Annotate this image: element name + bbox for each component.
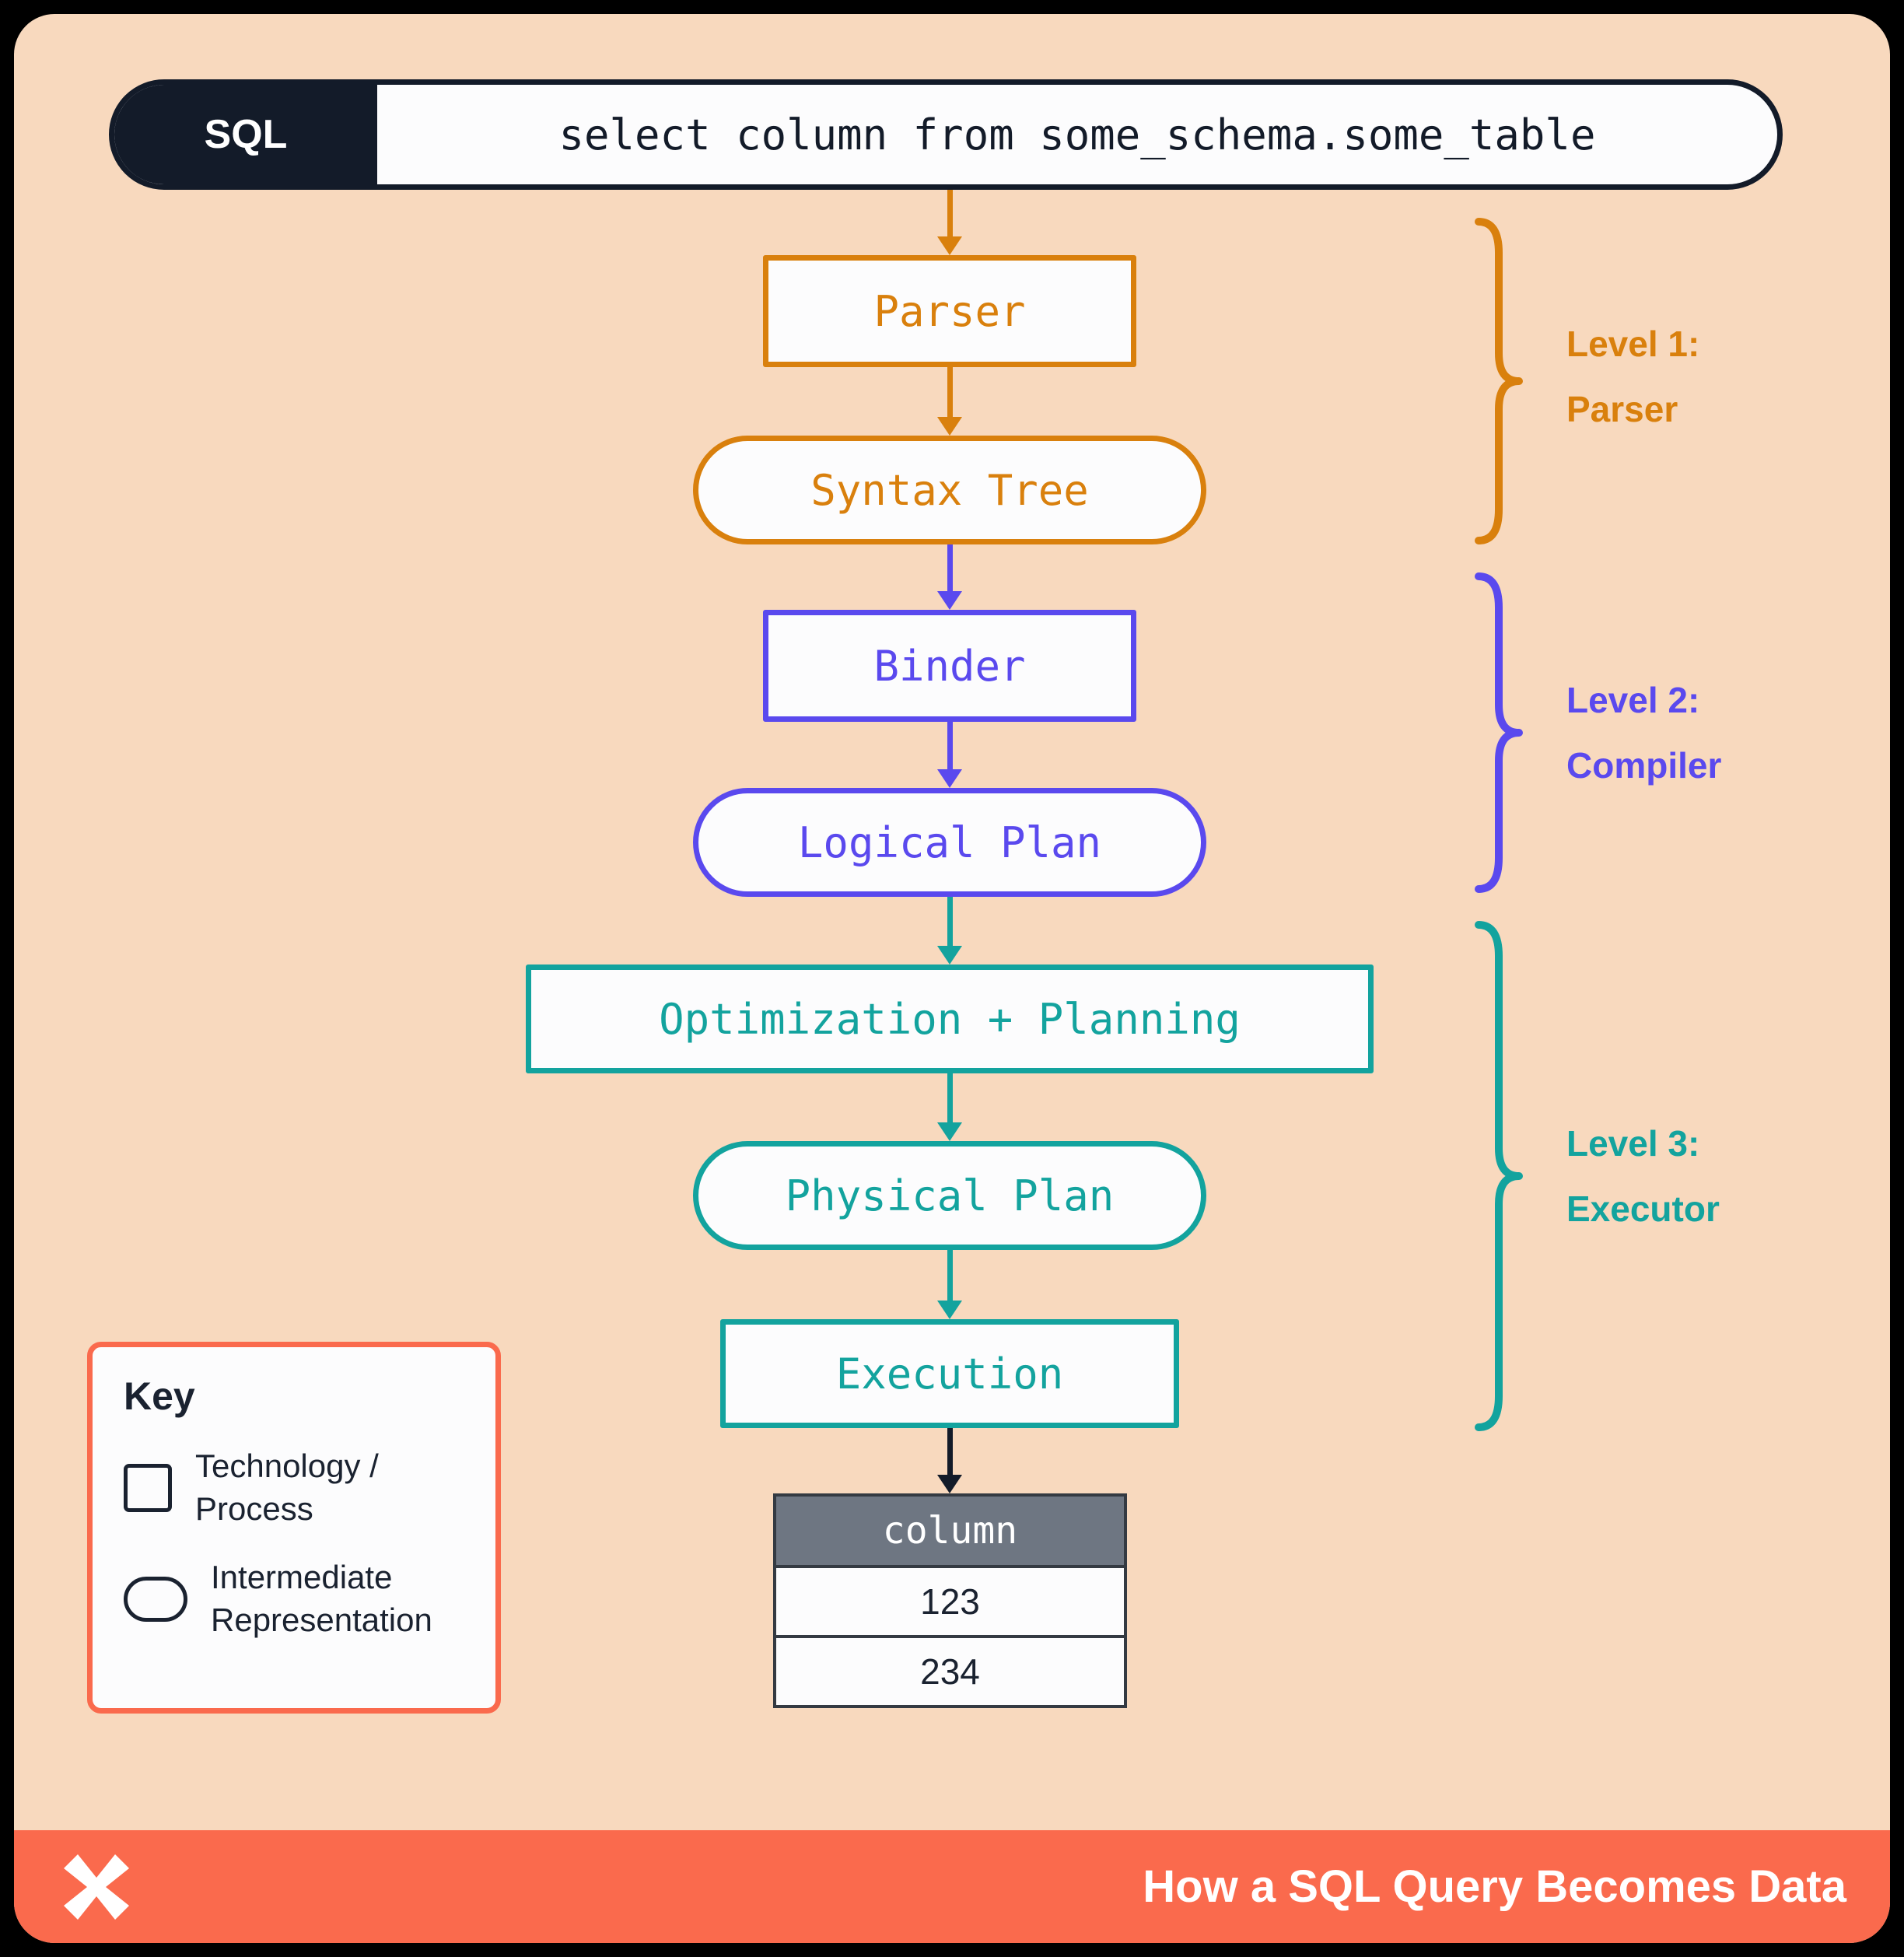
key-item-line1: Intermediate xyxy=(211,1559,393,1596)
diagram-area: SQL select column from some_schema.some_… xyxy=(14,14,1890,1830)
square-outline-icon xyxy=(124,1463,172,1512)
arrow-head-icon xyxy=(937,1475,962,1493)
level-1-line2: Parser xyxy=(1566,389,1678,429)
level-3-label: Level 3: Executor xyxy=(1566,1111,1890,1241)
arrow-head-icon xyxy=(937,417,962,436)
footer-title: How a SQL Query Becomes Data xyxy=(1143,1861,1846,1912)
footer-bar: How a SQL Query Becomes Data xyxy=(14,1830,1890,1943)
table-row: 123 xyxy=(776,1565,1124,1635)
table-row: 234 xyxy=(776,1635,1124,1705)
level-3-line2: Executor xyxy=(1566,1189,1720,1229)
key-item-line1: Technology / xyxy=(195,1448,379,1484)
arrow-head-icon xyxy=(937,1301,962,1319)
level-1-label: Level 1: Parser xyxy=(1566,311,1890,442)
key-item-label: Intermediate Representation xyxy=(211,1556,432,1641)
arrow-shaft xyxy=(947,1073,953,1122)
node-parser: Parser xyxy=(763,255,1136,367)
arrow-optimization-to-physical-plan xyxy=(937,1073,962,1141)
arrow-physical-plan-to-execution xyxy=(937,1250,962,1319)
arrow-shaft xyxy=(947,722,953,769)
arrow-shaft xyxy=(947,897,953,946)
brace-level-3 xyxy=(1475,921,1523,1431)
brace-level-2 xyxy=(1475,572,1523,893)
key-item-label: Technology / Process xyxy=(195,1445,379,1530)
arrow-binder-to-logical-plan xyxy=(937,722,962,788)
arrow-head-icon xyxy=(937,236,962,255)
pinwheel-x-logo-icon xyxy=(64,1854,129,1920)
pill-outline-icon xyxy=(124,1576,187,1622)
node-execution: Execution xyxy=(720,1319,1179,1428)
key-item-technology-process: Technology / Process xyxy=(124,1445,464,1530)
arrow-head-icon xyxy=(937,1122,962,1141)
key-item-line2: Representation xyxy=(211,1601,432,1638)
level-2-line1: Level 2: xyxy=(1566,680,1700,720)
sql-query-text: select column from some_schema.some_tabl… xyxy=(558,110,1596,159)
sql-badge: SQL xyxy=(114,85,377,184)
key-item-intermediate-representation: Intermediate Representation xyxy=(124,1556,464,1641)
sql-input-bar: SQL select column from some_schema.some_… xyxy=(109,79,1783,190)
content-frame: SQL select column from some_schema.some_… xyxy=(14,14,1890,1943)
level-2-label: Level 2: Compiler xyxy=(1566,667,1890,798)
arrow-sql-to-parser xyxy=(937,190,962,255)
table-header: column xyxy=(776,1497,1124,1565)
key-title: Key xyxy=(124,1374,195,1418)
level-1-line1: Level 1: xyxy=(1566,324,1700,364)
arrow-shaft xyxy=(947,367,953,417)
arrow-shaft xyxy=(947,190,953,236)
arrow-head-icon xyxy=(937,946,962,964)
node-optimization-planning: Optimization + Planning xyxy=(526,964,1374,1073)
arrow-shaft xyxy=(947,544,953,591)
arrow-syntax-tree-to-binder xyxy=(937,544,962,610)
brace-level-1 xyxy=(1475,218,1523,544)
arrow-shaft xyxy=(947,1250,953,1301)
key-box: Key Technology / Process Intermediate Re… xyxy=(87,1342,501,1714)
result-table: column 123 234 xyxy=(773,1493,1127,1708)
node-logical-plan: Logical Plan xyxy=(693,788,1206,897)
arrow-logical-plan-to-optimization xyxy=(937,897,962,964)
arrow-execution-to-result xyxy=(937,1428,962,1493)
key-item-line2: Process xyxy=(195,1490,313,1527)
node-syntax-tree: Syntax Tree xyxy=(693,436,1206,544)
arrow-head-icon xyxy=(937,591,962,610)
node-binder: Binder xyxy=(763,610,1136,722)
level-2-line2: Compiler xyxy=(1566,745,1722,786)
level-3-line1: Level 3: xyxy=(1566,1123,1700,1164)
arrow-shaft xyxy=(947,1428,953,1475)
node-physical-plan: Physical Plan xyxy=(693,1141,1206,1250)
arrow-head-icon xyxy=(937,769,962,788)
arrow-parser-to-syntax-tree xyxy=(937,367,962,436)
